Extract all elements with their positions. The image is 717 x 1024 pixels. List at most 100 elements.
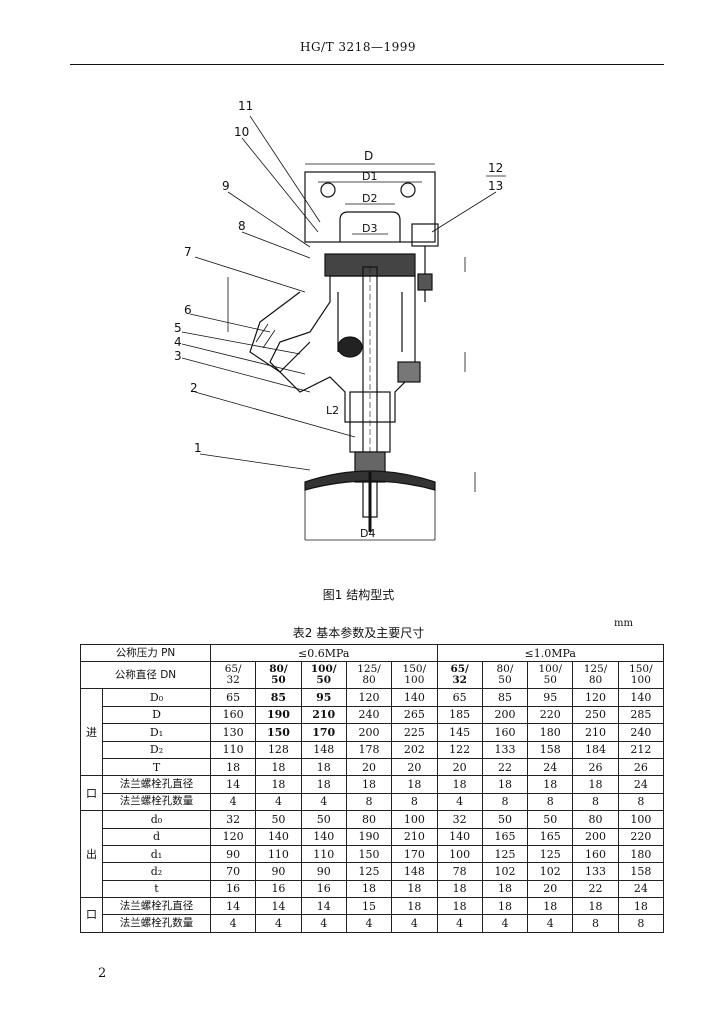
dn-numerator: 125/ (583, 663, 608, 676)
table-cell: 20 (391, 757, 438, 777)
table-cell: 8 (572, 792, 619, 812)
bolt-hole-right (400, 182, 416, 198)
table-cell: 265 (391, 705, 438, 725)
table-cell: 26 (572, 757, 619, 777)
table-cell: 190 (345, 827, 393, 846)
table-cell: 70 (209, 862, 257, 881)
table-cell: 18 (481, 775, 529, 794)
table-cell: 240 (345, 705, 393, 725)
table-cell: 50 (255, 810, 302, 829)
table-cell: 24 (617, 879, 665, 899)
dn-value: 150/100 (391, 661, 438, 690)
dim-D1: D1 (362, 170, 377, 183)
table-cell: 18 (481, 879, 529, 899)
table-cell: 158 (527, 740, 574, 759)
part-number-6: 6 (184, 303, 192, 317)
table-cell: 185 (436, 705, 483, 725)
table-cell: 200 (345, 723, 393, 742)
table-cell: 122 (436, 740, 483, 759)
outlet-group-top: 出 (80, 810, 103, 899)
table-cell: 24 (617, 775, 665, 794)
pn-row: 公称压力 PN≤0.6MPa≤1.0MPa (80, 643, 665, 663)
table-cell: 50 (527, 810, 574, 829)
table-cell: 4 (436, 792, 483, 812)
dim-D4: D4 (360, 527, 375, 540)
table-cell: 160 (572, 844, 619, 864)
table-cell: 220 (617, 827, 665, 846)
pn-group: ≤1.0MPa (436, 643, 665, 663)
row-label: d₁ (102, 844, 211, 864)
table-cell: 100 (391, 810, 438, 829)
table-cell: 20 (345, 757, 393, 777)
dn-value: 125/80 (345, 661, 393, 690)
table-cell: 20 (527, 879, 574, 899)
part-number-10: 10 (234, 125, 249, 139)
table-cell: 14 (300, 897, 347, 916)
table-cell: 8 (617, 792, 665, 812)
inlet-group-top: 进 (80, 688, 103, 777)
dn-denominator: 50 (316, 674, 332, 687)
table-cell: 16 (300, 879, 347, 899)
part-number-13: 13 (488, 179, 503, 193)
table-cell: 26 (617, 757, 665, 777)
table-cell: 18 (436, 879, 483, 899)
dn-value: 100/50 (300, 661, 347, 690)
valve-structure-drawing: D D1 D2 D3 D4 L2 11 10 (174, 99, 506, 541)
dim-L2: L2 (326, 404, 339, 417)
table-cell: 18 (255, 775, 302, 794)
table-cell: 18 (391, 897, 438, 916)
table-cell: 285 (617, 705, 665, 725)
row-label: D₂ (102, 740, 211, 759)
standard-number-header: HG/T 3218—1999 (300, 40, 416, 54)
table-cell: 90 (209, 844, 257, 864)
header-rule (70, 64, 664, 65)
figure-caption: 图1 结构型式 (322, 588, 395, 602)
table-cell: 145 (436, 723, 483, 742)
table-cell: 250 (572, 705, 619, 725)
top-nozzle (339, 211, 401, 242)
dn-value: 65/32 (209, 661, 257, 690)
table-cell: 4 (436, 914, 483, 933)
table-cell: 212 (617, 740, 665, 759)
table-cell: 148 (391, 862, 438, 881)
table-cell: 4 (255, 914, 302, 933)
row-label: t (102, 879, 211, 899)
top-flange-outline (304, 171, 436, 243)
table-cell: 190 (255, 705, 302, 725)
table-cell: 22 (481, 757, 529, 777)
table-cell: 140 (300, 827, 347, 846)
dn-numerator: 100/ (310, 663, 337, 676)
dim-D: D (364, 149, 373, 163)
table-cell: 4 (300, 914, 347, 933)
dn-value: 150/100 (617, 661, 665, 690)
table-cell: 95 (300, 688, 347, 707)
table-cell: 4 (255, 792, 302, 812)
table-cell: 140 (436, 827, 483, 846)
inlet-group-bottom: 口 (80, 775, 103, 812)
dn-denominator: 50 (271, 674, 286, 687)
outlet-group-bottom: 口 (80, 897, 103, 933)
table-cell: 4 (345, 914, 393, 933)
part-number-3: 3 (174, 349, 182, 363)
pn-group: ≤0.6MPa (210, 643, 438, 663)
part-number-4: 4 (174, 335, 182, 349)
table-cell: 130 (209, 723, 257, 742)
table-cell: 200 (481, 705, 529, 725)
table-cell: 158 (617, 862, 665, 881)
table-cell: 50 (300, 810, 347, 829)
dn-denominator: 80 (588, 674, 603, 687)
table-cell: 18 (527, 897, 574, 916)
angled-inlet (249, 291, 311, 373)
table-cell: 18 (436, 897, 483, 916)
table-cell: 18 (572, 775, 619, 794)
table-cell: 18 (255, 757, 302, 777)
dn-denominator: 100 (630, 674, 651, 687)
table-cell: 18 (345, 775, 393, 794)
row-label: 法兰螺栓孔直径 (102, 775, 211, 794)
part-number-7: 7 (184, 245, 192, 259)
